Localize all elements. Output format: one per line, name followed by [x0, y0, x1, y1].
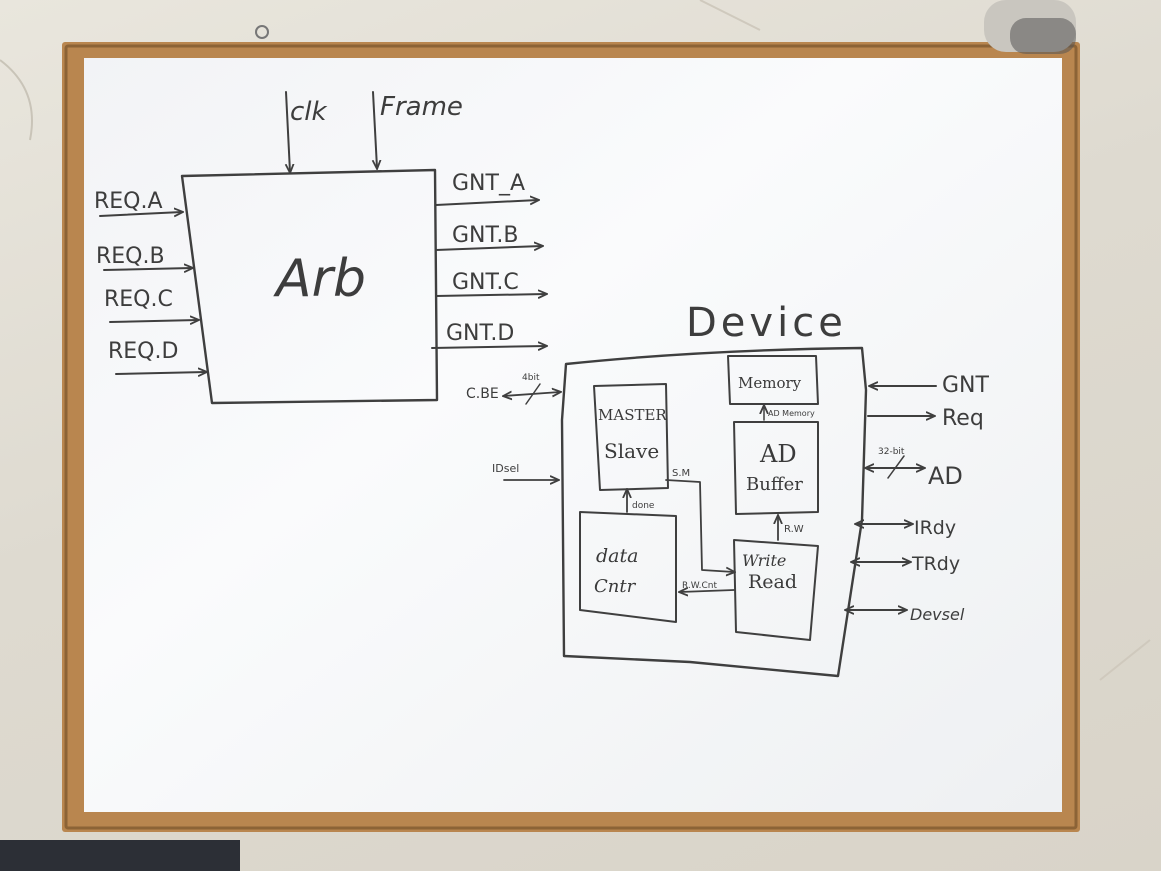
gnt-d-arrow [431, 346, 546, 348]
slave-label: Slave [604, 439, 659, 463]
req-d-label: REQ.D [108, 339, 178, 364]
cbe-width-label: 4bit [522, 373, 540, 383]
write-read-box [733, 539, 819, 641]
device-box [560, 346, 868, 678]
memory-label: Memory [738, 374, 802, 392]
req-b-arrow [103, 268, 192, 270]
sm-arrow [665, 479, 734, 572]
gnt-b-arrow [435, 246, 542, 250]
irdy-label: IRdy [914, 517, 956, 539]
gnt-d-label: GNT.D [446, 321, 514, 346]
gnt-in-label: GNT [942, 373, 990, 398]
ad-buffer-ad-label: AD [759, 440, 797, 468]
req-b-label: REQ.B [96, 244, 165, 269]
gnt-a-arrow [435, 200, 538, 206]
data-counter-box [579, 511, 677, 623]
rw-cnt-label: R.W.Cnt [682, 581, 718, 591]
ad-label: AD [928, 462, 963, 490]
idsel-label: IDsel [492, 462, 519, 475]
req-c-label: REQ.C [104, 287, 173, 312]
clk-label: clk [290, 97, 328, 127]
arbiter-diagram: Arb clk Frame REQ.A REQ.B REQ.C REQ.D GN… [94, 91, 546, 405]
req-out-label: Req [942, 406, 984, 431]
wall-hook [255, 25, 269, 39]
master-slave-box [593, 383, 669, 491]
rw-label: R.W [784, 524, 804, 535]
arbiter-box [180, 168, 439, 405]
ad-buffer-buffer-label: Buffer [746, 474, 803, 495]
ad-memory-label: AD Memory [768, 409, 815, 418]
gnt-c-label: GNT.C [452, 270, 519, 295]
ad-buffer-box [733, 421, 819, 515]
gnt-c-arrow [435, 294, 546, 296]
arbiter-title: Arb [273, 249, 366, 309]
device-diagram: Device MASTER Slave Memory AD Memory AD … [466, 300, 990, 678]
clk-arrow [286, 91, 290, 172]
whiteboard-surface [84, 58, 1062, 812]
master-label: MASTER [598, 406, 667, 424]
gnt-a-label: GNT_A [452, 171, 525, 196]
data-counter-cntr-label: Cntr [594, 576, 637, 597]
done-label: done [632, 501, 655, 511]
cbe-arrow [504, 392, 560, 396]
memory-box [727, 355, 819, 405]
req-a-arrow [99, 212, 182, 216]
req-d-arrow [115, 372, 206, 374]
write-label: Write [742, 551, 786, 570]
frame-label: Frame [380, 92, 463, 122]
cbe-width-slash [525, 383, 541, 405]
dark-object-bottom-left [0, 840, 240, 871]
sm-label: S.M [672, 468, 690, 479]
ad-width-label: 32-bit [878, 447, 905, 457]
rw-cnt-arrow [680, 590, 735, 592]
req-a-label: REQ.A [94, 189, 163, 214]
read-label: Read [748, 571, 797, 593]
frame-arrow [373, 91, 377, 168]
trdy-label: TRdy [911, 553, 960, 575]
data-counter-data-label: data [596, 545, 638, 567]
devsel-label: Devsel [910, 605, 965, 624]
cbe-label: C.BE [466, 386, 499, 402]
device-title: Device [686, 300, 847, 346]
req-c-arrow [109, 320, 198, 322]
gnt-b-label: GNT.B [452, 223, 518, 248]
eraser [984, 0, 1076, 54]
ad-bus-slash [887, 455, 905, 479]
